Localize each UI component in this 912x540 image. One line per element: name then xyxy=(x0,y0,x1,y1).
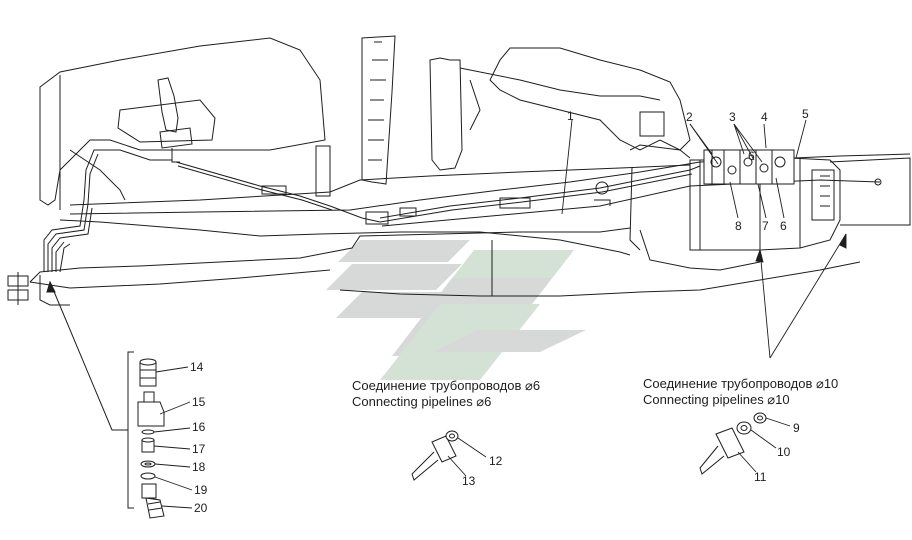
fitting-19-ring xyxy=(140,472,156,480)
callout-numbers: 1 2 3 4 5 8 7 6 6 14 15 16 17 18 19 20 1… xyxy=(190,107,809,515)
detail-bracket xyxy=(46,280,134,509)
fitting-18-ring xyxy=(140,460,156,468)
callout-17: 17 xyxy=(192,442,206,456)
callout-9: 9 xyxy=(793,421,800,435)
caption-d10-ru: Соединение трубопроводов ⌀10 xyxy=(643,376,838,391)
fitting-17-sleeve xyxy=(141,437,155,453)
callout-13: 13 xyxy=(462,474,476,488)
callout-19: 19 xyxy=(194,483,208,497)
caption-d6-ru: Соединение трубопроводов ⌀6 xyxy=(352,378,540,393)
callout-11: 11 xyxy=(754,470,767,484)
callout-6-right: 6 xyxy=(780,219,787,233)
caption-d10-en: Connecting pipelines ⌀10 xyxy=(643,392,790,407)
fitting-15-union xyxy=(137,391,165,427)
callout-2: 2 xyxy=(686,110,693,124)
fitting-13-tube-end xyxy=(411,435,457,481)
callout-6-left: 6 xyxy=(748,149,755,163)
fitting-9-ring xyxy=(753,412,767,424)
caption-d6-en: Connecting pipelines ⌀6 xyxy=(352,394,491,409)
fitting-14-nut xyxy=(139,358,157,387)
callout-20: 20 xyxy=(194,501,208,515)
callout-16: 16 xyxy=(192,420,206,434)
fitting-12-nut xyxy=(445,430,459,442)
captions: Соединение трубопроводов ⌀6 Connecting p… xyxy=(352,376,838,409)
pipelines xyxy=(43,149,911,273)
callout-1: 1 xyxy=(567,109,574,123)
callout-4: 4 xyxy=(761,110,768,124)
fitting-20-elbow xyxy=(141,483,165,519)
callout-14: 14 xyxy=(190,360,204,374)
fitting-11-tube-end xyxy=(699,427,745,475)
callout-18: 18 xyxy=(192,460,206,474)
callout-3: 3 xyxy=(729,110,736,124)
fitting-16-washer xyxy=(141,429,155,435)
watermark-logo xyxy=(326,240,586,380)
callout-15: 15 xyxy=(192,395,206,409)
fitting-10-nut xyxy=(736,421,752,435)
callout-7: 7 xyxy=(762,219,769,233)
callout-10: 10 xyxy=(777,445,791,459)
callout-8: 8 xyxy=(735,219,742,233)
callout-12: 12 xyxy=(489,454,503,468)
leader-lines xyxy=(153,119,847,509)
callout-5: 5 xyxy=(802,107,809,121)
